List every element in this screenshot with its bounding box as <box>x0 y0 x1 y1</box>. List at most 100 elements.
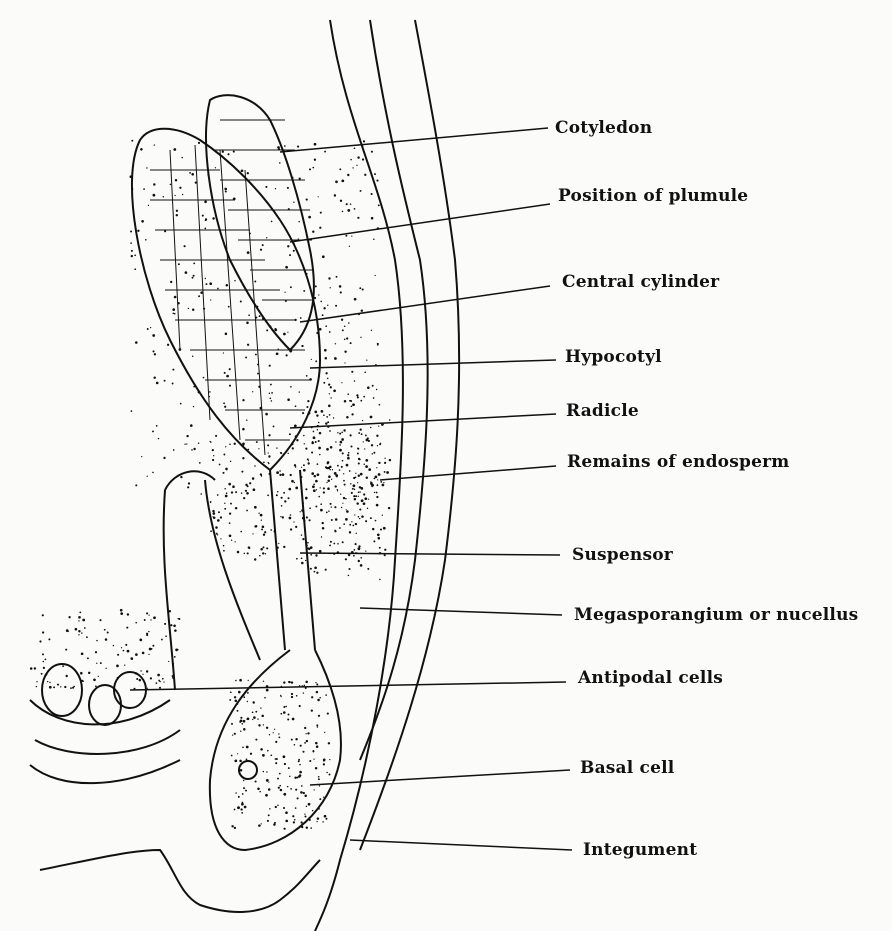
stipple-dot <box>339 168 341 170</box>
stipple-dot <box>263 771 264 772</box>
stipple-dot <box>358 560 360 562</box>
stipple-dot <box>358 547 361 550</box>
stipple-dot <box>277 805 279 807</box>
stipple-dot <box>355 476 357 478</box>
stipple-dot <box>294 482 295 483</box>
stipple-dot <box>93 678 96 681</box>
stipple-dot <box>150 619 151 620</box>
stipple-dot <box>328 277 330 279</box>
stipple-dot <box>329 430 331 432</box>
stipple-dot <box>289 254 291 256</box>
stipple-dot <box>365 465 368 468</box>
stipple-dot <box>278 543 279 544</box>
stipple-dot <box>313 431 315 433</box>
stipple-dot <box>310 827 312 829</box>
stipple-dot <box>116 665 119 668</box>
stipple-dot <box>330 446 333 449</box>
stipple-dot <box>303 520 305 522</box>
stipple-dot <box>260 249 262 251</box>
stipple-dot <box>234 809 236 811</box>
stipple-dot <box>311 451 313 453</box>
stipple-dot <box>276 471 279 474</box>
stipple-dot <box>262 552 264 554</box>
stipple-dot <box>339 449 342 452</box>
stipple-dot <box>315 682 316 683</box>
stipple-dot <box>226 375 229 378</box>
stipple-dot <box>174 313 176 315</box>
stipple-dot <box>351 521 352 522</box>
stipple-dot <box>287 821 288 822</box>
stipple-dot <box>227 153 229 155</box>
stipple-dot <box>311 359 312 360</box>
stipple-dot <box>260 748 263 751</box>
stipple-dot <box>342 329 344 331</box>
stipple-dot <box>217 288 219 290</box>
stipple-dot <box>276 543 277 544</box>
stipple-dot <box>301 345 303 347</box>
stipple-dot <box>217 519 220 522</box>
stipple-dot <box>279 162 281 164</box>
stipple-dot <box>304 742 306 744</box>
stipple-dot <box>147 688 148 689</box>
stipple-dot <box>248 314 250 316</box>
stipple-dot <box>323 487 325 489</box>
stipple-dot <box>375 364 377 366</box>
stipple-dot <box>335 441 336 442</box>
stipple-dot <box>186 435 188 437</box>
stipple-dot <box>326 512 328 514</box>
stipple-dot <box>281 497 283 499</box>
stipple-dot <box>342 541 344 543</box>
stipple-dot <box>307 400 309 402</box>
stipple-dot <box>269 734 270 735</box>
stipple-dot <box>79 611 81 613</box>
leader-radicle <box>290 414 556 428</box>
stipple-dot <box>309 819 311 821</box>
stipple-dot <box>378 462 380 464</box>
stipple-dot <box>325 694 327 696</box>
stipple-dot <box>229 534 232 537</box>
stipple-dot <box>124 665 125 666</box>
stipple-dot <box>389 419 391 421</box>
stipple-dot <box>253 488 256 491</box>
stipple-dot <box>306 806 307 807</box>
stipple-dot <box>351 413 353 415</box>
stipple-dot <box>339 433 341 435</box>
stipple-dot <box>178 618 180 620</box>
stipple-dot <box>153 194 156 197</box>
stipple-dot <box>291 696 293 698</box>
stipple-dot <box>343 473 344 474</box>
stipple-dot <box>100 662 102 664</box>
stipple-dot <box>137 230 139 232</box>
stipple-dot <box>332 469 333 470</box>
stipple-dot <box>193 448 195 450</box>
stipple-dot <box>243 720 246 723</box>
stipple-dot <box>266 685 269 688</box>
stipple-dot <box>347 209 350 212</box>
stipple-dot <box>299 764 301 766</box>
stipple-dot <box>234 707 235 708</box>
stipple-dot <box>257 718 258 719</box>
stipple-dot <box>255 525 258 528</box>
stipple-dot <box>341 431 343 433</box>
stipple-dot <box>252 477 255 480</box>
stipple-dot <box>224 488 226 490</box>
stipple-dot <box>283 150 284 151</box>
stipple-dot <box>231 755 233 757</box>
stipple-dot <box>326 416 328 418</box>
stipple-dot <box>324 732 325 733</box>
stipple-dot <box>78 616 81 619</box>
stipple-dot <box>237 710 239 712</box>
stipple-dot <box>374 173 376 175</box>
stipple-dot <box>267 444 269 446</box>
stipple-dot <box>365 520 367 522</box>
stipple-dot <box>148 654 149 655</box>
label-integument: Integument <box>583 840 697 860</box>
stipple-dot <box>241 492 242 493</box>
stipple-dot <box>290 386 292 388</box>
stipple-dot <box>368 468 371 471</box>
stipple-dot <box>53 686 55 688</box>
stipple-dot <box>193 386 195 388</box>
stipple-dot <box>200 493 202 495</box>
stipple-dot <box>319 550 322 553</box>
stipple-dot <box>198 295 200 297</box>
